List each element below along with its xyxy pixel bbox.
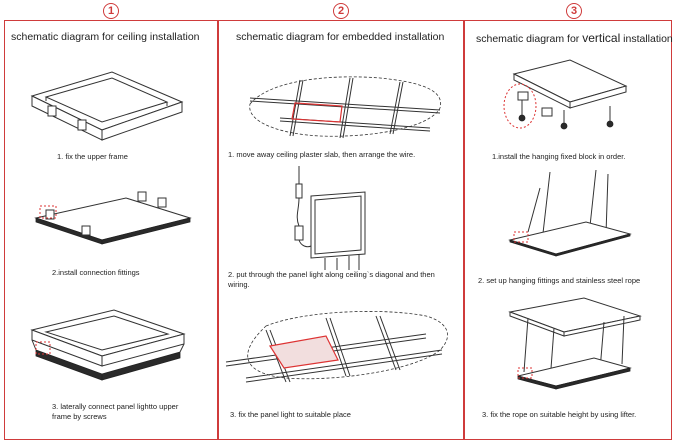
lifter-panel-drawing bbox=[508, 297, 642, 390]
hanging-ropes-drawing bbox=[508, 169, 632, 257]
panel-wiring-drawing bbox=[294, 166, 366, 270]
step-ceiling-1: 1. fix the upper frame bbox=[57, 152, 128, 161]
column-number-3: 3 bbox=[566, 3, 582, 19]
fixed-panel-grid-drawing bbox=[225, 311, 448, 383]
column-number-2: 2 bbox=[333, 3, 349, 19]
column-number-1: 1 bbox=[103, 3, 119, 19]
step-embedded-1: 1. move away ceiling plaster slab, then … bbox=[228, 150, 416, 159]
column-embedded bbox=[218, 20, 464, 440]
panel-frame-assembly-drawing bbox=[30, 309, 186, 381]
step-ceiling-2: 2.install connection fittings bbox=[52, 268, 140, 277]
step-embedded-2: 2. put through the panel light along cei… bbox=[228, 270, 435, 289]
ceiling-grid-drawing bbox=[249, 76, 442, 139]
step-vertical-3: 3. fix the rope on suitable height by us… bbox=[482, 410, 637, 419]
heading-embedded: schematic diagram for embedded installat… bbox=[236, 31, 445, 43]
upper-frame-drawing bbox=[30, 71, 184, 141]
step-vertical-1: 1.install the hanging fixed block in ord… bbox=[492, 152, 626, 161]
column-vertical bbox=[464, 20, 672, 440]
heading-ceiling: schematic diagram for ceiling installati… bbox=[11, 31, 200, 43]
step-embedded-3: 3. fix the panel light to suitable place bbox=[230, 410, 351, 419]
column-ceiling bbox=[4, 20, 218, 440]
step-ceiling-3: 3. laterally connect panel lightto upper… bbox=[52, 402, 179, 421]
hanging-block-drawing bbox=[503, 59, 628, 130]
connection-fittings-drawing bbox=[34, 191, 192, 245]
step-vertical-2: 2. set up hanging fittings and stainless… bbox=[478, 276, 641, 285]
heading-vertical: schematic diagram for vertical installat… bbox=[476, 31, 673, 45]
